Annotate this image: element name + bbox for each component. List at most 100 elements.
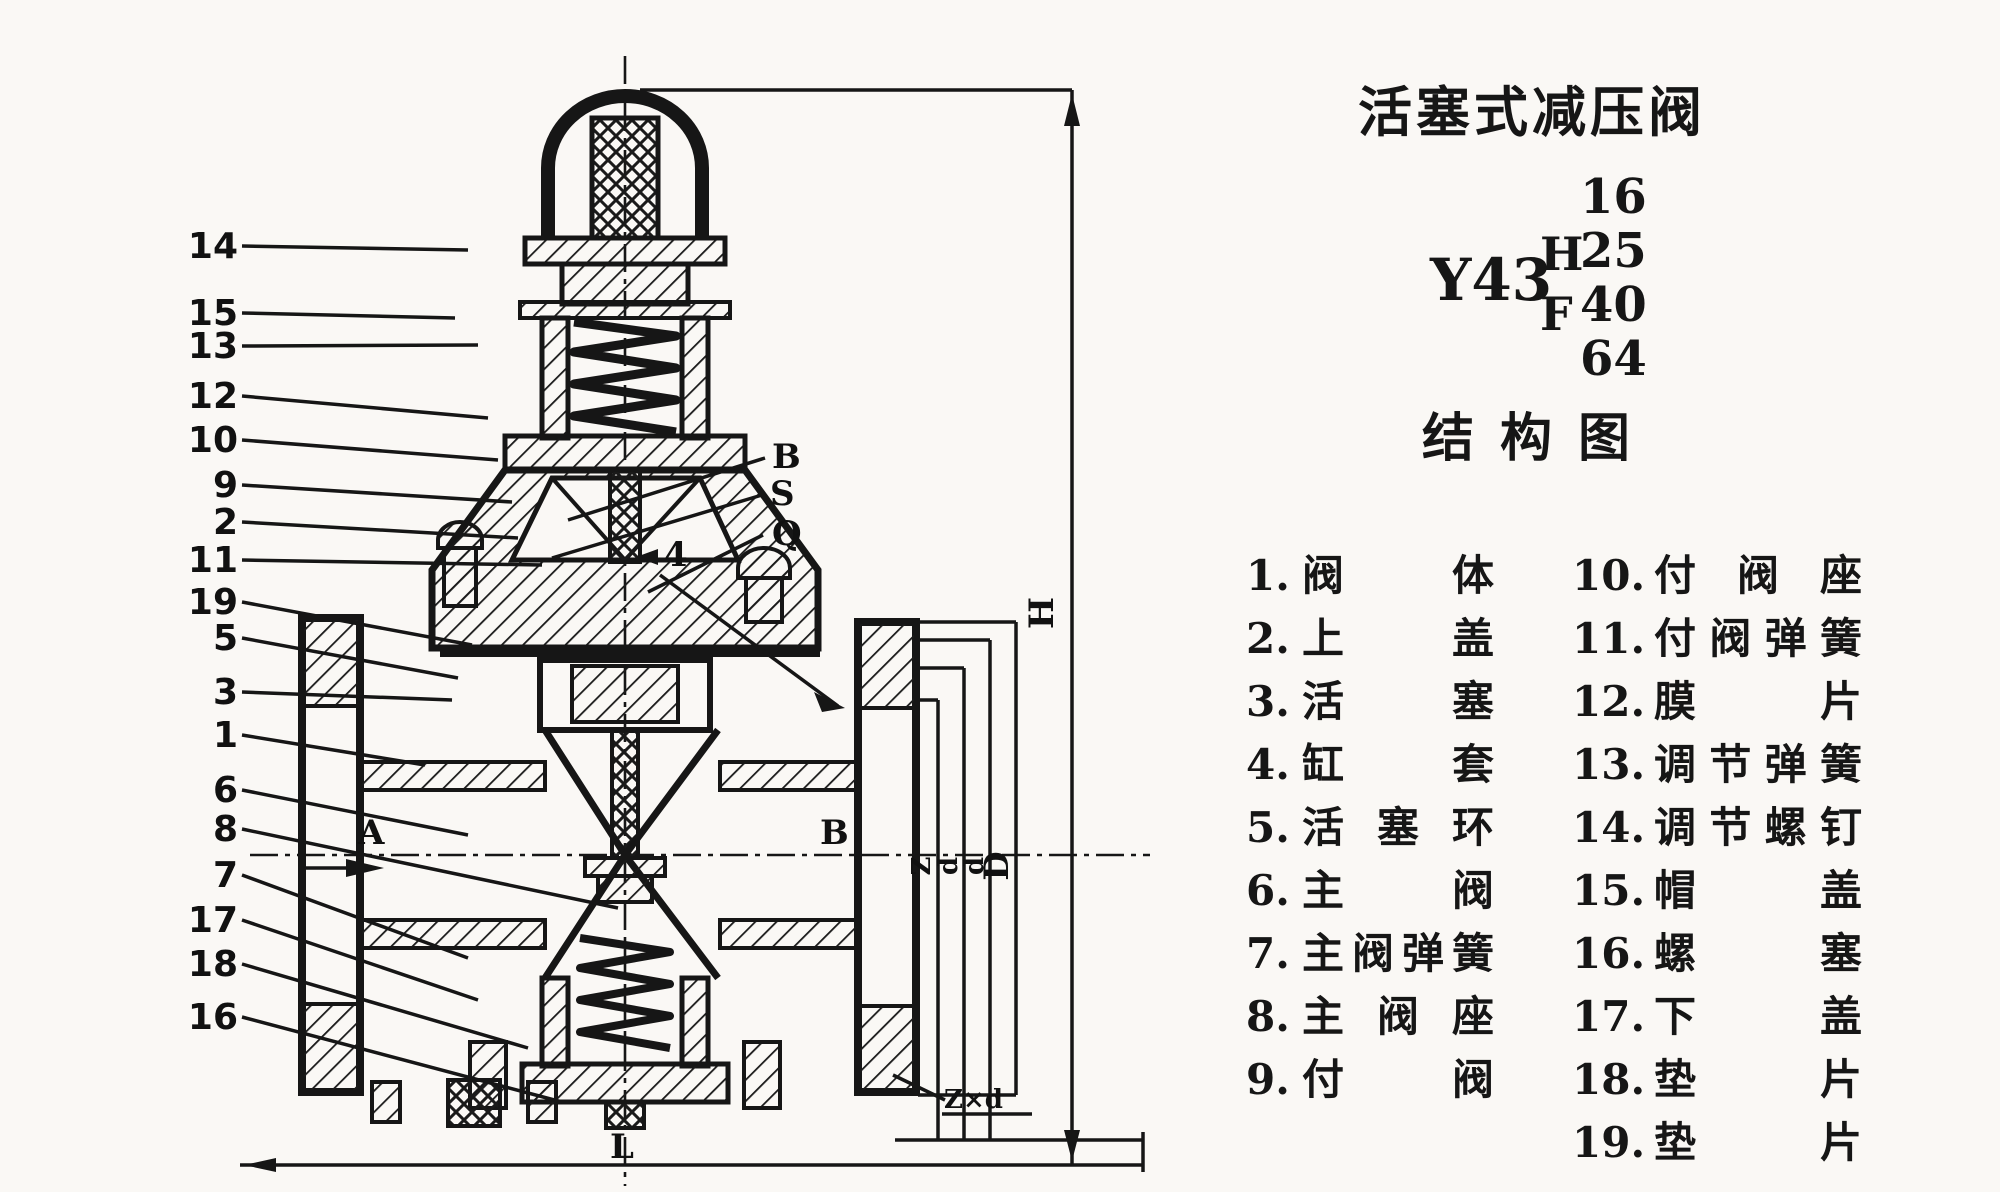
parts-list-item: 5.活塞环 bbox=[1246, 794, 1506, 857]
callout-label: 19 bbox=[188, 582, 238, 623]
right-bolt-head bbox=[736, 546, 792, 580]
part-name: 付阀弹簧 bbox=[1654, 614, 1862, 663]
height-label: H bbox=[1022, 597, 1062, 629]
outlet-label: B bbox=[820, 813, 849, 853]
adjusting-screw-shank bbox=[589, 115, 661, 241]
part-name: 垫片 bbox=[1654, 1055, 1862, 1104]
part-number: 12. bbox=[1572, 677, 1646, 726]
part-name: 螺塞 bbox=[1654, 929, 1862, 978]
rotated-dim-label: d bbox=[960, 857, 990, 875]
piston bbox=[570, 664, 680, 724]
part-name: 帽盖 bbox=[1654, 866, 1862, 915]
parts-list-left-column: 1.阀体 2.上盖 3.活塞 4.缸套 5.活塞环 6.主阀 7.主阀弹簧 8.… bbox=[1246, 542, 1506, 1109]
parts-list-item: 2.上盖 bbox=[1246, 605, 1506, 668]
model-code: Y43 bbox=[1430, 246, 1553, 314]
stud bbox=[370, 1080, 402, 1124]
part-number: 17. bbox=[1572, 992, 1646, 1041]
part-name: 主阀弹簧 bbox=[1302, 929, 1494, 978]
parts-list-item: 17.下盖 bbox=[1572, 983, 1872, 1046]
callout-label: 10 bbox=[188, 420, 238, 461]
part-number: 19. bbox=[1572, 1118, 1646, 1167]
bonnet-flange bbox=[502, 433, 748, 473]
diameter-label: D bbox=[977, 851, 1017, 880]
part-number: 7. bbox=[1246, 929, 1290, 978]
callout-label: 12 bbox=[188, 376, 238, 417]
part-name: 垫片 bbox=[1654, 1118, 1862, 1167]
dimension-arrow bbox=[1064, 94, 1080, 126]
main-valve-disc bbox=[596, 874, 654, 904]
part-name: 活塞 bbox=[1302, 677, 1494, 726]
part-name: 膜片 bbox=[1654, 677, 1862, 726]
stud-block bbox=[446, 1078, 502, 1128]
label-4-arrow bbox=[636, 549, 658, 565]
pilot-valve-stem bbox=[608, 468, 642, 564]
parts-list-item: 19.垫片 bbox=[1572, 1109, 1872, 1172]
body-wall bbox=[718, 760, 860, 792]
part-name: 阀体 bbox=[1302, 551, 1494, 600]
cap-plate bbox=[522, 235, 728, 267]
inlet-label: A bbox=[357, 813, 385, 853]
part-number: 4. bbox=[1246, 740, 1290, 789]
parts-list-item: 11.付阀弹簧 bbox=[1572, 605, 1872, 668]
main-valve-seat bbox=[583, 856, 667, 878]
spring-housing-left-wall bbox=[539, 315, 571, 441]
parts-list-item: 8.主阀座 bbox=[1246, 983, 1506, 1046]
lower-chamber-wall bbox=[679, 975, 711, 1069]
rotated-dim-label: Z bbox=[907, 856, 937, 875]
label-B-upper: B bbox=[772, 437, 801, 477]
body-wall bbox=[718, 918, 860, 950]
leader-arrow bbox=[814, 692, 845, 712]
callout-label: 9 bbox=[213, 465, 238, 506]
parts-list-item: 12.膜片 bbox=[1572, 668, 1872, 731]
part-name: 付阀 bbox=[1302, 1055, 1494, 1104]
part-name: 缸套 bbox=[1302, 740, 1494, 789]
callout-label: 15 bbox=[188, 293, 238, 334]
callout-label: 17 bbox=[188, 900, 238, 941]
body-wall bbox=[358, 918, 547, 950]
body-contour bbox=[620, 727, 721, 981]
callout-label: 11 bbox=[188, 540, 238, 581]
parts-list-item: 1.阀体 bbox=[1246, 542, 1506, 605]
parts-list-item: 15.帽盖 bbox=[1572, 857, 1872, 920]
callout-label: 13 bbox=[188, 326, 238, 367]
parts-list-item: 10.付阀座 bbox=[1572, 542, 1872, 605]
part-name: 上盖 bbox=[1302, 614, 1494, 663]
part-number: 14. bbox=[1572, 803, 1646, 852]
part-number: 13. bbox=[1572, 740, 1646, 789]
lower-chamber-wall bbox=[539, 975, 571, 1069]
diaphragm bbox=[440, 648, 820, 657]
part-name: 主阀 bbox=[1302, 866, 1494, 915]
parts-list-item: 14.调节螺钉 bbox=[1572, 794, 1872, 857]
callout-label: 6 bbox=[213, 770, 238, 811]
adjusting-spring bbox=[569, 317, 681, 437]
dimension-arrow bbox=[1064, 1130, 1080, 1161]
part-number: 1. bbox=[1246, 551, 1290, 600]
rating-40: 40 bbox=[1580, 277, 1647, 333]
part-number: 5. bbox=[1246, 803, 1290, 852]
label-Q: Q bbox=[772, 514, 802, 554]
part-number: 8. bbox=[1246, 992, 1290, 1041]
parts-list-item: 16.螺塞 bbox=[1572, 920, 1872, 983]
parts-list-item: 18.垫片 bbox=[1572, 1046, 1872, 1109]
right-bolt bbox=[744, 576, 784, 624]
screw-plug bbox=[604, 1100, 646, 1130]
part-name: 活塞环 bbox=[1302, 803, 1494, 852]
callout-label: 18 bbox=[188, 944, 238, 985]
dimension-arrow bbox=[244, 1158, 276, 1172]
parts-list-item: 4.缸套 bbox=[1246, 731, 1506, 794]
rating-16: 16 bbox=[1580, 169, 1647, 225]
part-number: 6. bbox=[1246, 866, 1290, 915]
flow-arrow bbox=[346, 859, 384, 877]
body-wall bbox=[358, 760, 547, 792]
model-letter-h: H bbox=[1540, 227, 1584, 281]
spring-housing-right-wall bbox=[679, 315, 711, 441]
callout-label: 14 bbox=[188, 226, 238, 267]
locknut bbox=[559, 261, 691, 307]
stud bbox=[526, 1080, 558, 1124]
parts-list-item: 9.付阀 bbox=[1246, 1046, 1506, 1109]
callout-label: 1 bbox=[213, 715, 238, 756]
part-number: 18. bbox=[1572, 1055, 1646, 1104]
